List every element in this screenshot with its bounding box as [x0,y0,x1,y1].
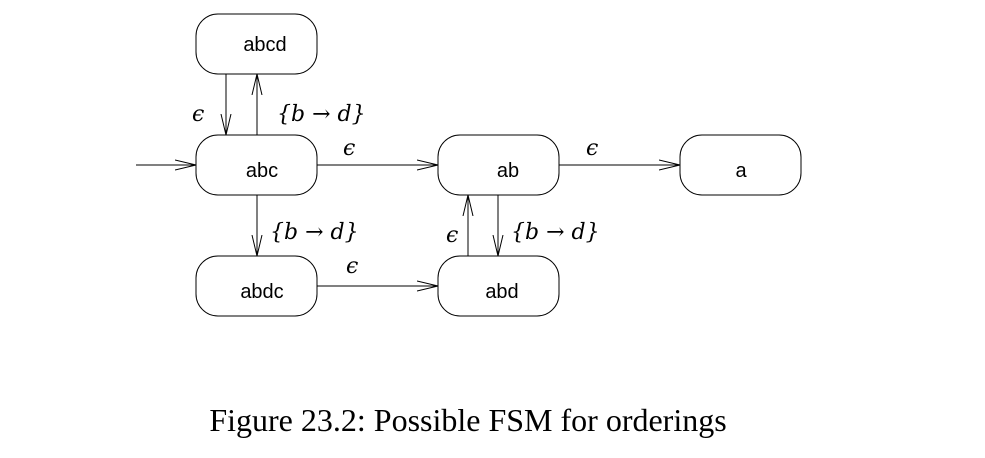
edge-label-abd-to-ab: ϵ [446,223,458,248]
state-label: abcd [243,34,286,56]
state-ab: ab [437,134,560,196]
state-abdc: abdc [195,255,318,317]
state-label: ab [497,160,519,182]
state-abc: abc [195,134,318,196]
edge-label-abc-to-ab: ϵ [343,136,355,161]
state-label: a [735,160,747,182]
state-label: abd [485,281,518,303]
state-label: abdc [240,281,283,303]
edge-label-abdc-to-abd: ϵ [346,254,358,279]
state-abcd: abcd [195,13,318,75]
edge-label-ab-to-a: ϵ [586,136,598,161]
edge-label-abcd-to-abc: ϵ [192,102,204,127]
edge-label-abc-to-abcd: {b → d} [277,102,366,127]
state-abd: abd [437,255,560,317]
figure-caption: Figure 23.2: Possible FSM for orderings [209,402,726,438]
edge-label-ab-to-abd: {b → d} [511,220,600,245]
state-label: abc [246,160,278,182]
state-a: a [679,134,802,196]
edge-label-abc-to-abdc: {b → d} [270,220,359,245]
